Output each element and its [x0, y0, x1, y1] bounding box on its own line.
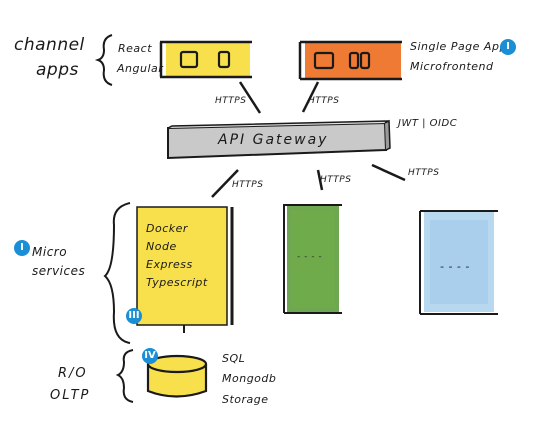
database-cylinder-icon — [146, 354, 208, 398]
api-gateway-bar — [167, 119, 391, 160]
channel-apps-brace — [94, 34, 113, 86]
stack-item: Node — [146, 240, 177, 253]
connector-left-app-gateway — [238, 81, 262, 114]
connector-gateway-yellow — [211, 169, 239, 198]
node-service-badge: III — [126, 308, 142, 324]
left-app-protocol: HTTPS — [215, 96, 247, 106]
left-app-label-react: React — [118, 42, 153, 55]
channel-apps-label-line1: channel — [14, 35, 85, 55]
connector-right-app-gateway — [301, 81, 320, 113]
channel-apps-label-line2: apps — [36, 60, 79, 80]
data-store-item: Storage — [222, 393, 269, 406]
data-label-line2: OLTP — [50, 388, 91, 403]
stack-item: Express — [146, 258, 193, 271]
db-badge: IV — [142, 348, 158, 364]
connector-gateway-blue — [371, 163, 406, 182]
stack-item: Docker — [146, 222, 188, 235]
right-app-protocol: HTTPS — [308, 96, 340, 106]
blue-service-box — [419, 210, 498, 315]
right-app-label-microfrontend: Microfrontend — [410, 60, 494, 73]
microservices-brace — [103, 202, 131, 344]
spa-microfrontend-app-box — [298, 40, 402, 81]
api-gateway-label: API Gateway — [218, 132, 329, 148]
connector-gateway-green — [316, 169, 324, 191]
spa-badge: I — [500, 39, 516, 55]
data-brace — [115, 349, 134, 403]
gateway-protocol-yellow: HTTPS — [232, 180, 264, 190]
microservices-label-line1: Micro — [32, 245, 68, 259]
microservices-badge: I — [14, 240, 30, 256]
microservices-label-line2: services — [32, 264, 86, 278]
blue-service-text: - - - - — [440, 260, 470, 273]
right-app-label-spa: Single Page App — [410, 40, 507, 53]
data-label-line1: R/O — [58, 366, 88, 381]
data-store-item: Mongodb — [222, 372, 277, 385]
node-service-box — [136, 206, 234, 333]
gateway-auth-note: JWT | OIDC — [398, 118, 458, 129]
data-store-item: SQL — [222, 352, 246, 365]
green-service-box — [283, 204, 342, 314]
left-app-label-angular: Angular — [117, 62, 164, 75]
gateway-protocol-green: HTTPS — [320, 175, 352, 185]
react-angular-app-box — [159, 40, 252, 79]
stack-item: Typescript — [146, 276, 208, 289]
green-service-text: - - - - — [297, 252, 323, 262]
gateway-protocol-blue: HTTPS — [408, 168, 440, 178]
